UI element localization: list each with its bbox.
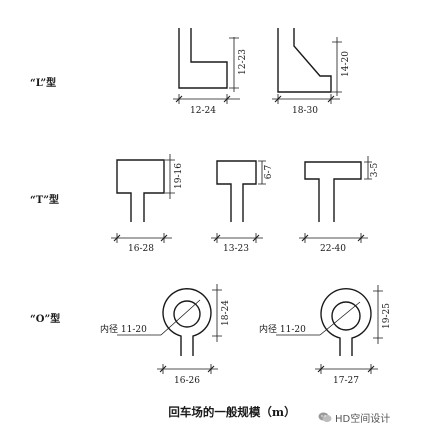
l-shape-2: 18-30 14-20	[272, 28, 351, 116]
o-shape-2-outline	[320, 288, 372, 356]
l-shape-2-width-label: 18-30	[292, 106, 318, 116]
o-shape-2-height-label: 19-25	[382, 303, 392, 329]
l-shape-2-outline	[277, 28, 332, 93]
watermark-text: HD空间设计	[335, 414, 391, 425]
o-shape-1-width-label: 16-26	[174, 376, 200, 386]
o-shape-1-outline	[162, 288, 212, 356]
t-shape-3-height-label: 3-5	[370, 162, 380, 177]
o-shape-2-width-dim	[315, 364, 378, 374]
o-shape-1-height-dim	[212, 284, 222, 342]
l-shape-1: 12-24 12-23	[173, 28, 248, 116]
t-shape-1-height-label: 19-16	[174, 163, 184, 189]
o-shape-2-width-label: 17-27	[333, 376, 359, 386]
t-shape-3-width-dim	[299, 233, 368, 243]
o-shape-2-leader-diag	[319, 301, 361, 336]
l-shape-1-width-dim	[173, 94, 240, 104]
wechat-icon	[318, 412, 332, 423]
t-shape-2-width-label: 13-23	[223, 244, 249, 254]
l-shape-1-width-label: 12-24	[190, 106, 216, 116]
t-shape-1-height-dim	[165, 154, 175, 199]
watermark: HD空间设计	[318, 410, 390, 425]
o-shape-1-inner-ring	[173, 300, 201, 328]
t-shape-3-outline	[304, 161, 362, 222]
o-shape-1-width-dim	[157, 364, 218, 374]
t-shape-3: 22-40 3-5	[299, 156, 380, 254]
t-shape-1-outline	[116, 159, 165, 222]
o-shape-1-inner-label: 内径 11-20	[100, 323, 147, 335]
t-shape-1-width-dim	[111, 233, 172, 243]
o-shape-2-height-dim	[373, 285, 383, 344]
t-shape-2: 13-23 6-7	[211, 160, 274, 254]
t-shape-3-width-label: 22-40	[320, 244, 346, 254]
o-shape-1: 内径 11-20 16-26 18-24	[100, 284, 231, 386]
figure-caption: 回车场的一般规模（m）	[168, 405, 295, 419]
t-shape-2-height-dim	[258, 160, 266, 185]
t-shape-1: 16-28 19-16	[111, 154, 184, 254]
l-shape-2-height-dim	[332, 37, 342, 96]
l-shape-1-height-label: 12-23	[238, 49, 248, 75]
t-shape-2-outline	[216, 160, 257, 222]
o-shape-2: 内径 11-20 17-27 19-25	[259, 285, 392, 386]
o-shape-2-inner-label: 内径 11-20	[259, 323, 306, 335]
o-shape-2-inner-ring	[331, 301, 361, 331]
t-shape-3-height-dim	[364, 156, 372, 180]
t-shape-2-width-dim	[211, 233, 263, 243]
l-shape-2-height-label: 14-20	[341, 51, 351, 77]
o-shape-1-height-label: 18-24	[221, 300, 231, 326]
l-shape-2-width-dim	[272, 94, 340, 104]
o-shape-1-leader-diag	[160, 299, 201, 336]
t-shape-1-width-label: 16-28	[128, 244, 154, 254]
l-shape-1-outline	[178, 28, 228, 89]
row-label-t: “T”型	[30, 193, 59, 206]
t-shape-2-height-label: 6-7	[264, 164, 274, 179]
l-shape-1-height-dim	[229, 37, 239, 92]
row-label-l: “L”型	[30, 76, 56, 89]
row-label-o: “O”型	[30, 312, 60, 325]
